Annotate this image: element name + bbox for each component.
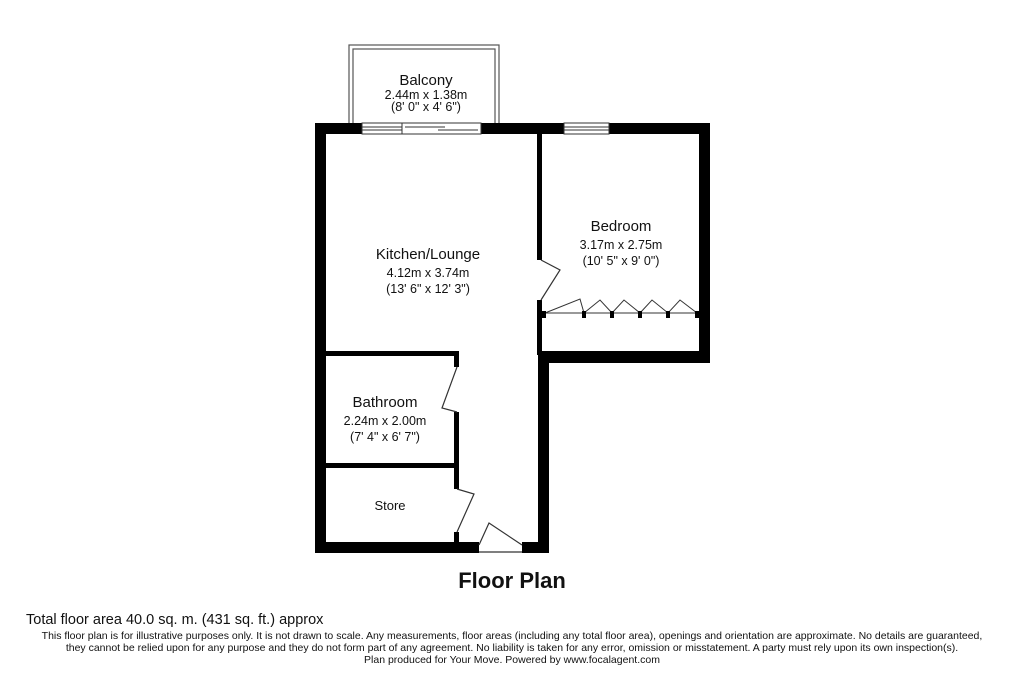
partition-bedroom-lower bbox=[537, 300, 542, 355]
kitchen-lounge-name: Kitchen/Lounge bbox=[376, 246, 480, 263]
balcony-name: Balcony bbox=[399, 72, 453, 89]
store-name: Store bbox=[374, 498, 405, 513]
bathroom-metric: 2.24m x 2.00m bbox=[344, 414, 427, 428]
sliding-door bbox=[401, 122, 482, 135]
kitchen-lounge-imperial: (13' 6" x 12' 3") bbox=[386, 282, 470, 296]
partition-store-right-lower bbox=[454, 532, 459, 544]
bedroom-metric: 3.17m x 2.75m bbox=[580, 238, 663, 252]
disclaimer: This floor plan is for illustrative purp… bbox=[0, 630, 1024, 666]
wardrobe bbox=[542, 298, 699, 318]
bedroom-imperial: (10' 5" x 9' 0") bbox=[583, 254, 660, 268]
wall-bottom-left bbox=[315, 542, 479, 553]
wall-top-middle bbox=[481, 123, 564, 134]
partition-store-right-upper bbox=[454, 463, 459, 489]
balcony-imperial: (8' 0" x 4' 6") bbox=[391, 100, 461, 114]
balcony-metric: 2.44m x 1.38m bbox=[385, 88, 468, 102]
total-floor-area: Total floor area 40.0 sq. m. (431 sq. ft… bbox=[26, 612, 324, 628]
partition-bathroom-right-upper bbox=[454, 351, 459, 367]
kitchen-lounge-metric: 4.12m x 3.74m bbox=[387, 266, 470, 280]
bathroom-name: Bathroom bbox=[352, 394, 417, 411]
balcony-label: Balcony 2.44m x 1.38m (8' 0" x 4' 6") bbox=[385, 72, 468, 114]
wall-corridor-right bbox=[538, 351, 549, 553]
bathroom-label: Bathroom 2.24m x 2.00m (7' 4" x 6' 7") bbox=[344, 394, 427, 444]
door-bedroom bbox=[540, 259, 561, 301]
wall-right bbox=[699, 123, 710, 363]
wall-bottom-right bbox=[522, 542, 549, 553]
plan-title: Floor Plan bbox=[458, 568, 566, 593]
window-lounge bbox=[361, 122, 403, 135]
door-swings bbox=[441, 259, 561, 553]
disclaimer-line-3: Plan produced for Your Move. Powered by … bbox=[364, 654, 660, 666]
kitchen-lounge-label: Kitchen/Lounge 4.12m x 3.74m (13' 6" x 1… bbox=[376, 246, 480, 296]
partition-store-top bbox=[326, 463, 459, 468]
door-entrance bbox=[478, 522, 523, 546]
partitions bbox=[326, 134, 542, 544]
partition-bathroom-right-lower bbox=[454, 412, 459, 468]
partition-bedroom-upper bbox=[537, 134, 542, 260]
wall-top-left bbox=[315, 123, 362, 134]
walls bbox=[315, 123, 710, 553]
bedroom-name: Bedroom bbox=[591, 218, 652, 235]
disclaimer-line-1: This floor plan is for illustrative purp… bbox=[41, 630, 983, 642]
bathroom-imperial: (7' 4" x 6' 7") bbox=[350, 430, 420, 444]
door-store bbox=[456, 488, 475, 533]
door-bathroom bbox=[441, 366, 458, 413]
partition-bathroom-top bbox=[326, 351, 459, 356]
store-label: Store bbox=[374, 498, 405, 513]
wall-left bbox=[315, 123, 326, 553]
bedroom-label: Bedroom 3.17m x 2.75m (10' 5" x 9' 0") bbox=[580, 218, 663, 268]
window-bedroom bbox=[563, 122, 610, 135]
windows bbox=[361, 122, 610, 135]
disclaimer-line-2: they cannot be relied upon for any purpo… bbox=[65, 642, 959, 654]
wall-bedroom-bottom bbox=[538, 351, 710, 363]
wall-top-right bbox=[609, 123, 710, 134]
